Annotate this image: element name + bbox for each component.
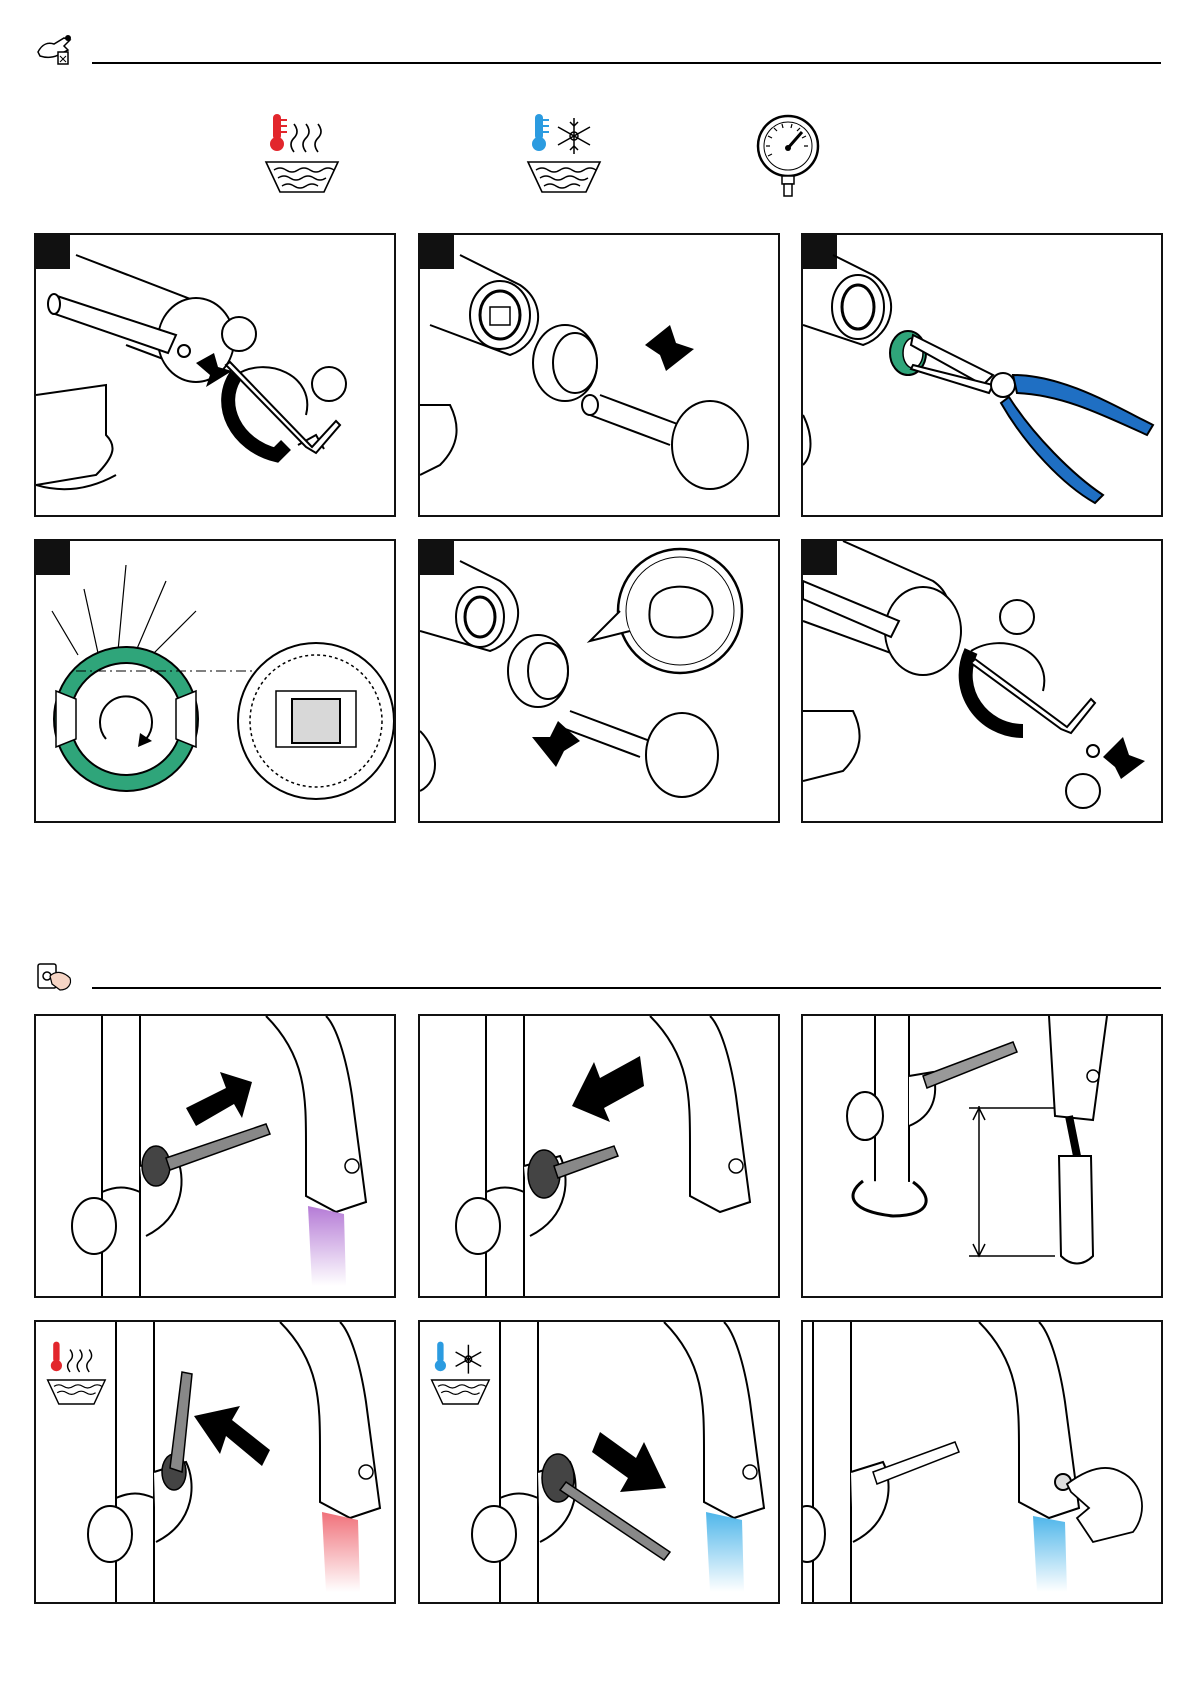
remove-handle-illustration [420, 235, 778, 515]
align-stop-ring-illustration [36, 541, 394, 821]
loosen-grub-screw-illustration [36, 235, 394, 515]
requirement-cold [526, 112, 602, 198]
lever-cold-water-illustration [420, 1322, 778, 1602]
operation-step-4 [34, 1320, 396, 1604]
maintenance-step-6 [801, 539, 1163, 823]
tighten-grub-screw-illustration [803, 541, 1161, 821]
cold-water-snowflake-icon [526, 112, 602, 198]
maintenance-step-4 [34, 539, 396, 823]
maintenance-section-icon [34, 30, 76, 70]
requirement-hot [264, 112, 340, 198]
operation-step-3 [801, 1014, 1163, 1298]
refit-handle-illustration [420, 541, 778, 821]
pressure-gauge-icon [754, 112, 822, 198]
pull-out-spray-illustration [803, 1016, 1161, 1296]
operation-step-6 [801, 1320, 1163, 1604]
lever-hot-water-illustration [36, 1322, 394, 1602]
operation-step-1 [34, 1014, 396, 1298]
operation-section-rule [92, 987, 1161, 989]
cold-water-snowflake-icon [432, 1342, 490, 1404]
hand-wrench-icon [34, 30, 76, 70]
maintenance-step-2 [418, 233, 780, 517]
requirement-pressure [754, 112, 822, 198]
hand-button-icon [34, 958, 76, 994]
maintenance-step-1 [34, 233, 396, 517]
lever-pull-forward-illustration [420, 1016, 778, 1296]
maintenance-step-5 [418, 539, 780, 823]
operation-step-5 [418, 1320, 780, 1604]
maintenance-section-rule [92, 62, 1161, 64]
lever-push-back-illustration [36, 1016, 394, 1296]
press-button-illustration [803, 1322, 1161, 1602]
operation-section-icon [34, 958, 76, 994]
maintenance-step-3 [801, 233, 1163, 517]
hot-water-thermometer-icon [264, 112, 340, 198]
operation-step-2 [418, 1014, 780, 1298]
hot-water-thermometer-icon [48, 1342, 106, 1404]
remove-stop-ring-illustration [803, 235, 1161, 515]
